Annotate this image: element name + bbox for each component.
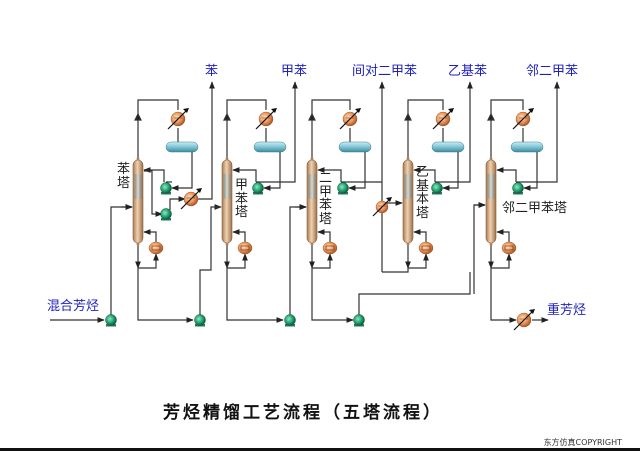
product-label-toluene: 甲苯: [281, 64, 308, 79]
reboiler-icon: [501, 241, 517, 255]
reflux-drum-icon: [510, 141, 544, 153]
side-draw-line: [144, 170, 163, 217]
product-label-o-xylene: 邻二甲苯: [526, 64, 579, 79]
feed-label: 混合芳烃: [47, 299, 100, 314]
bottom-border: [0, 448, 640, 451]
distillation-column-icon: [485, 157, 497, 246]
product-label-ethylbenzene: 乙基苯: [448, 64, 488, 79]
column-label-toluene: 甲苯塔: [235, 178, 249, 221]
flow-arrow: [223, 112, 231, 121]
reboiler-inlet-line: [312, 253, 333, 269]
benzene-column-feed-line: [110, 204, 133, 315]
reboiler-inlet-line: [138, 253, 159, 269]
overhead-vapor-line: [490, 99, 524, 158]
toluene-bottoms-line: [226, 268, 284, 323]
reflux-drum-icon: [165, 141, 199, 153]
distillate-product-line: [435, 81, 473, 183]
overhead-vapor-line: [226, 99, 267, 158]
equipment-layer: [105, 108, 544, 331]
drum-outlet-line: [442, 152, 459, 191]
overhead-vapor-line: [407, 99, 444, 158]
distillation-column-icon: [306, 157, 318, 246]
drum-outlet-line: [171, 152, 193, 191]
reflux-line: [317, 167, 342, 182]
flow-arrow: [134, 112, 142, 121]
column-label-benzene: 苯塔: [117, 162, 131, 191]
feed-heater-icon: [372, 197, 392, 217]
distillate-product-line: [256, 81, 298, 183]
reflux-pump-icon: [337, 182, 349, 195]
drum-outlet-line: [263, 152, 281, 191]
toluene-feed-line: [199, 206, 221, 320]
transfer-pump-icon: [353, 314, 365, 327]
reflux-line: [413, 167, 436, 182]
diagram-title: 芳烃精馏工艺流程（五塔流程）: [163, 403, 443, 423]
feed-pump-icon: [105, 314, 117, 327]
heavy-aromatics-label: 重芳烃: [547, 303, 587, 318]
reboiler-return-line: [413, 229, 427, 242]
pipe-network: [50, 81, 560, 323]
reflux-line: [496, 167, 517, 182]
reboiler-inlet-line: [408, 253, 429, 269]
copyright-text: 东方仿真COPYRIGHT: [543, 438, 622, 447]
condenser-icon: [432, 108, 454, 130]
product-heater-icon: [180, 188, 202, 210]
heavy-aromatics-cooler-icon: [513, 309, 535, 331]
reflux-line: [232, 167, 257, 182]
reboiler-return-line: [232, 229, 246, 242]
distillate-product-line: [341, 81, 385, 183]
xylene-bottoms-transfer: [358, 272, 471, 320]
reboiler-icon: [237, 241, 253, 255]
reboiler-icon: [418, 241, 434, 255]
reboiler-inlet-line: [227, 253, 248, 269]
column-label-xylene: 二甲苯塔: [319, 171, 333, 227]
condenser-icon: [167, 108, 189, 130]
xylene-feed-pump-icon: [284, 314, 296, 327]
reflux-pump-icon: [431, 182, 443, 195]
product-label-benzene: 苯: [205, 64, 219, 79]
benzene-bottoms-line: [137, 268, 194, 323]
flow-arrow: [404, 112, 412, 121]
condenser-icon: [255, 108, 277, 130]
reboiler-icon: [322, 241, 338, 255]
drum-outlet-line: [348, 152, 366, 191]
drum-outlet-line: [523, 152, 538, 191]
distillate-product-line: [516, 81, 560, 183]
reflux-drum-icon: [253, 141, 287, 153]
reflux-pump-icon: [512, 182, 524, 195]
reflux-drum-icon: [338, 141, 372, 153]
reflux-pump-icon: [160, 182, 172, 195]
reboiler-return-line: [143, 229, 157, 242]
side-product-line: [169, 196, 186, 210]
xylene-feed-line: [289, 204, 307, 320]
distillation-column-icon: [132, 157, 144, 246]
flow-arrow: [487, 112, 495, 121]
distillation-column-icon: [221, 157, 233, 246]
reflux-line: [143, 167, 165, 182]
reboiler-return-line: [317, 229, 331, 242]
o-xylene-feed-line: [473, 202, 486, 294]
condenser-icon: [339, 108, 361, 130]
overhead-vapor-line: [311, 99, 351, 158]
product-label-mp-xylene: 间对二甲苯: [352, 64, 418, 79]
reboiler-inlet-line: [491, 253, 512, 269]
column-label-o-xylene: 邻二甲苯塔: [502, 201, 568, 216]
o-xylene-bottoms-line: [490, 268, 517, 323]
reboiler-icon: [148, 241, 164, 255]
ethylbenzene-bottoms-line: [382, 268, 409, 273]
side-draw-pump-icon: [160, 208, 172, 221]
reflux-drum-icon: [431, 141, 465, 153]
benzene-product-line: [198, 81, 215, 200]
reflux-pump-icon: [252, 182, 264, 195]
reboiler-return-line: [496, 229, 510, 242]
flow-arrow: [308, 112, 316, 121]
overhead-vapor-line: [137, 99, 179, 158]
toluene-feed-pump-icon: [194, 314, 206, 327]
distillation-column-icon: [402, 157, 414, 246]
xylene-bottoms-line: [311, 268, 354, 323]
condenser-icon: [512, 108, 534, 130]
column-label-ethylbenzene: 乙基本塔: [416, 165, 430, 221]
